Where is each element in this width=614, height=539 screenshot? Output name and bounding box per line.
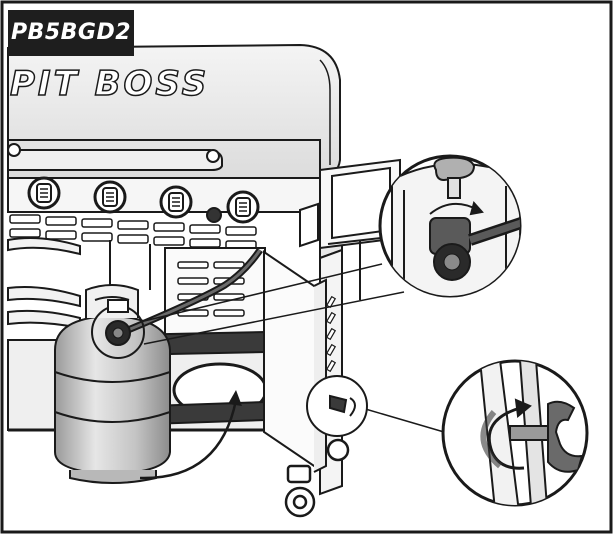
callout-leader-lines [139,263,445,433]
regulator-callout [378,154,522,298]
wheel-lock-highlight [306,375,368,437]
wheel-lock-knob-icon [478,361,584,505]
burner-knobs [27,176,260,224]
model-label: PB5BGD2 [8,10,134,56]
knob-icon [159,185,193,219]
knob-icon [93,180,127,214]
brand-logo: PIT BOSS [10,64,209,104]
grill-lid [7,43,341,179]
igniter-button-icon [206,207,222,223]
regulator-valve-icon [391,156,520,296]
tank-valve-regulator [91,299,145,359]
tank-insert-arrow [139,399,238,480]
wheel-lock-callout [441,359,589,507]
lid-handle [7,143,223,171]
knob-icon [27,176,61,210]
gas-hose-inner [127,249,262,332]
arrow-head-icon [228,390,242,406]
propane-tank [54,284,171,484]
vent-slats [9,214,257,250]
knob-icon [226,190,260,224]
